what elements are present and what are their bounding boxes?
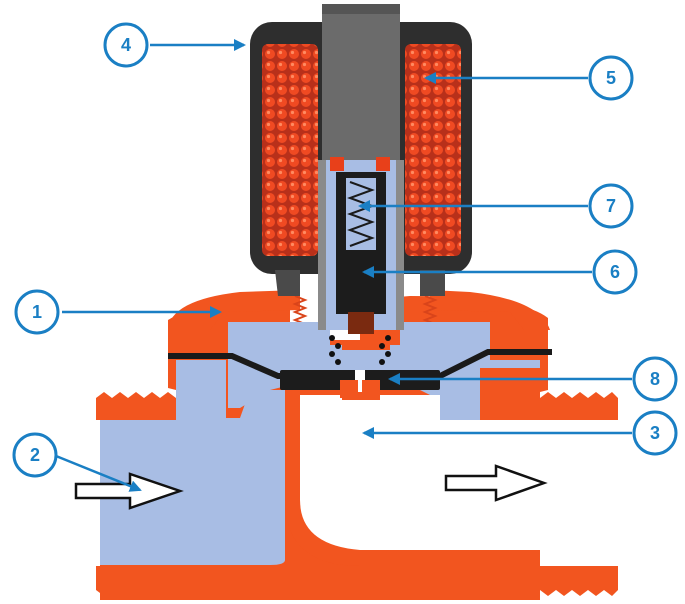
plunger — [329, 172, 391, 365]
coil-winding-right — [405, 44, 461, 256]
callout-6: 6 — [592, 249, 638, 295]
callout-4: 4 — [103, 22, 149, 68]
outlet-arrow-icon — [444, 464, 548, 502]
coil-winding-left — [262, 44, 318, 256]
callout-8-label: 8 — [650, 369, 660, 389]
callout-1-label: 1 — [32, 302, 42, 322]
callout-7: 7 — [588, 183, 634, 229]
callouts: 4 5 7 6 1 8 3 2 — [12, 22, 678, 478]
leader-2 — [55, 454, 142, 492]
outlet-passage — [285, 395, 540, 566]
callout-2-label: 2 — [30, 445, 40, 465]
leader-lines — [55, 39, 632, 492]
callout-4-label: 4 — [121, 35, 131, 55]
callout-5: 5 — [588, 55, 634, 101]
callout-6-label: 6 — [610, 262, 620, 282]
callout-1: 1 — [14, 289, 60, 335]
callout-2: 2 — [12, 432, 58, 478]
flow-arrow-outlet — [444, 464, 548, 502]
diaphragm — [168, 349, 552, 398]
callout-5-label: 5 — [606, 68, 616, 88]
callout-8: 8 — [632, 356, 678, 402]
callout-3-label: 3 — [650, 423, 660, 443]
spring — [347, 181, 375, 247]
callout-3: 3 — [632, 410, 678, 456]
callout-7-label: 7 — [606, 196, 616, 216]
